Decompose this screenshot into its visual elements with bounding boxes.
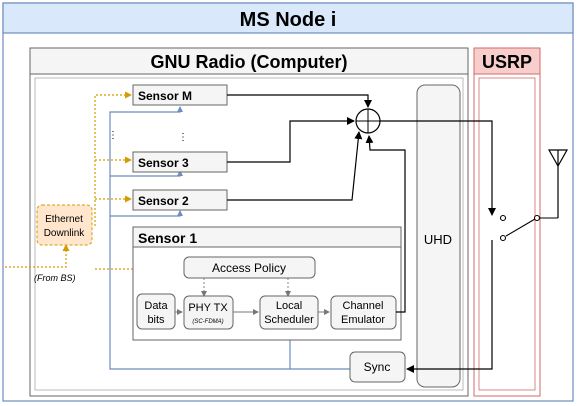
svg-text:Channel: Channel [343, 300, 384, 312]
sync-label: Sync [364, 360, 391, 374]
from-bs-label: (From BS) [34, 273, 76, 283]
sensor-output-lines [227, 94, 406, 313]
data-bits-block: Data bits [136, 293, 176, 330]
ethernet-label-1: Ethernet [45, 214, 83, 225]
svg-text:(SC-FDMA): (SC-FDMA) [192, 319, 223, 325]
sync-block [349, 351, 406, 383]
sensor-2-box: Sensor 2 [132, 189, 228, 211]
ethernet-downlink-block [36, 204, 93, 246]
usrp-inner [478, 77, 536, 391]
gnu-radio-label: GNU Radio (Computer) [151, 52, 348, 72]
antenna-icon [547, 149, 569, 218]
local-scheduler-block: Local Scheduler [259, 295, 319, 330]
uhd-block [416, 84, 461, 388]
channel-emulator-block: Channel Emulator [330, 295, 397, 330]
sensor-3-box: Sensor 3 [132, 151, 228, 173]
access-policy-block [183, 256, 316, 279]
sync-feedback-lines [109, 106, 350, 370]
summation-node [355, 108, 381, 134]
sensor-3-label: Sensor 3 [138, 156, 189, 170]
access-policy-label: Access Policy [212, 261, 286, 275]
gnu-radio-container [29, 47, 469, 397]
tx-path-lines [380, 120, 496, 373]
svg-text:Emulator: Emulator [341, 314, 385, 326]
sensor-2-label: Sensor 2 [138, 194, 189, 208]
sensor-1-header [132, 226, 402, 248]
ms-node-title-bar [2, 2, 574, 34]
svg-text:Local: Local [276, 300, 302, 312]
rf-switch-icon [499, 214, 558, 242]
phy-tx-block: PHY TX (SC-FDMA) [183, 295, 234, 330]
sensor-m-label: Sensor M [138, 89, 192, 103]
sensor-m-box: Sensor M [132, 84, 228, 106]
vertical-ellipsis-middle: ⋮ [178, 132, 188, 143]
vertical-ellipsis-left: ⋮ [108, 130, 118, 141]
uhd-label: UHD [424, 232, 452, 247]
svg-text:bits: bits [147, 314, 165, 326]
sensor-1-label: Sensor 1 [138, 230, 197, 246]
gnu-radio-header [29, 47, 469, 75]
gnu-radio-inner [34, 77, 464, 391]
access-policy-arrows [201, 278, 291, 297]
svg-text:PHY TX: PHY TX [188, 302, 228, 314]
svg-text:Scheduler: Scheduler [264, 314, 314, 326]
ethernet-label-2: Downlink [44, 228, 86, 239]
svg-text:Data: Data [144, 300, 168, 312]
usrp-label: USRP [482, 52, 532, 72]
ms-node-title: MS Node i [240, 9, 337, 31]
usrp-header [473, 47, 541, 75]
ethernet-distribution-lines [5, 91, 181, 273]
